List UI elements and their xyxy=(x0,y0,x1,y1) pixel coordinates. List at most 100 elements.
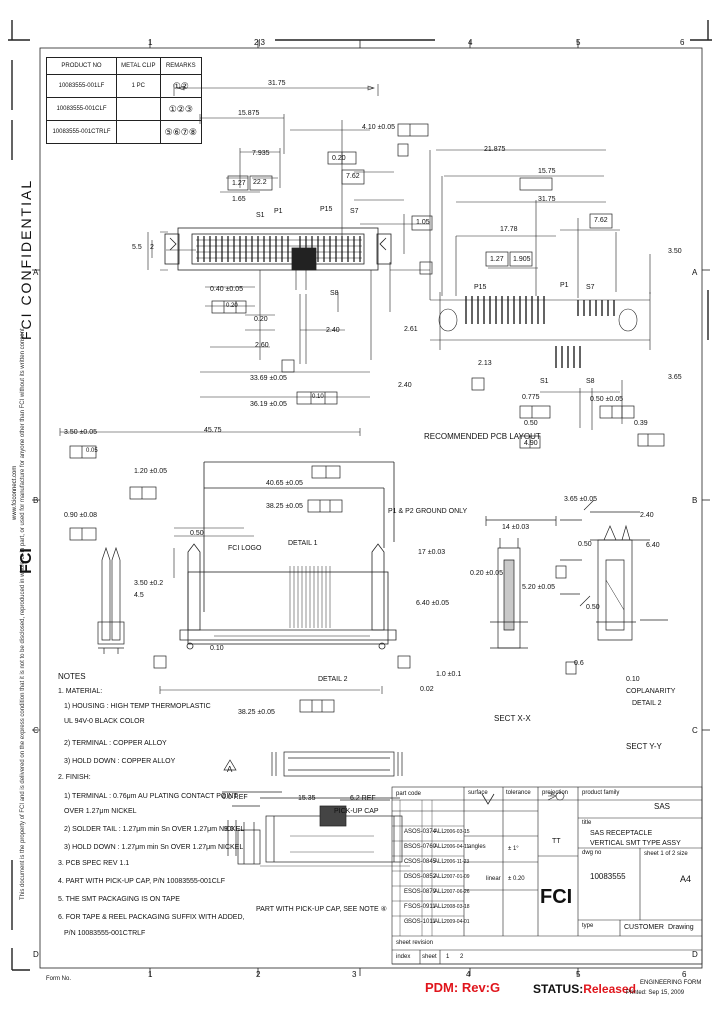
rev-letter: E xyxy=(404,889,409,895)
dim-label: 4.90 xyxy=(524,440,538,447)
zone-row-label: C xyxy=(692,726,698,735)
pin-label: P15 xyxy=(474,284,487,291)
note-line: 4. PART WITH PICK-UP CAP, P/N 10083555-0… xyxy=(58,878,226,885)
title-block-grid xyxy=(391,786,703,965)
note-line: 2) SOLDER TAIL : 1.27μm min Sn OVER 1.27… xyxy=(64,826,245,833)
rev-letter: A xyxy=(404,829,409,835)
note-line: 3) HOLD DOWN : 1.27μm min Sn OVER 1.27μm… xyxy=(64,844,244,851)
zone-col-label: 5 xyxy=(576,38,581,47)
tb-label: angles xyxy=(468,844,486,850)
rev-by: ALL xyxy=(434,889,445,895)
dim-label: 15.75 xyxy=(538,168,556,175)
dim-label: 3.50 xyxy=(668,248,682,255)
rev-letter: B xyxy=(404,844,409,850)
dim-label: 2.61 xyxy=(404,326,418,333)
tb-label: projection xyxy=(542,790,569,796)
note-line: 1) TERMINAL : 0.76μm AU PLATING CONTACT … xyxy=(64,793,238,800)
dim-label: 6.40 ±0.05 xyxy=(416,600,450,607)
drawing-type: CUSTOMER xyxy=(624,924,664,931)
tb-label: sheet 1 of 2 size xyxy=(644,851,688,857)
dim-label: 3.50 ±0.2 xyxy=(134,580,164,587)
notes-title: NOTES xyxy=(58,672,86,681)
bom-header: PRODUCT NO xyxy=(46,57,117,75)
dim-label: 0.50 xyxy=(524,420,538,427)
zone-col-label: 3 xyxy=(352,970,357,979)
note-line: P/N 10083555-001CTRLF xyxy=(64,930,146,937)
drawing-frame xyxy=(39,47,703,969)
rev-by: ALL xyxy=(434,829,445,835)
rev-ecn: SOS-0845 xyxy=(408,859,437,865)
connector-side-views xyxy=(97,499,668,654)
dim-label: 6.2 REF xyxy=(350,795,376,802)
tb-label: part code xyxy=(396,791,422,797)
revision-triangle: A xyxy=(227,765,233,774)
dim-label: 0.50 xyxy=(586,604,600,611)
dim-label: 1.20 ±0.05 xyxy=(134,468,168,475)
dim-label: 1.65 xyxy=(232,196,246,203)
confidential-label: FCI CONFIDENTIAL xyxy=(18,178,34,340)
zone-row-label: B xyxy=(692,496,698,505)
zone-row-label: C xyxy=(33,726,39,735)
rev-date: 2006-04-11 xyxy=(444,844,470,850)
pin-label: S8 xyxy=(586,378,595,385)
dim-label: 2.40 xyxy=(398,382,412,389)
note-line: UL 94V-0 BLACK COLOR xyxy=(64,718,145,725)
fci-url: www.fciconnect.com xyxy=(12,465,18,520)
pin-label: S1 xyxy=(540,378,549,385)
rev-letter: G xyxy=(404,919,409,925)
bom-header-row: PRODUCT NO METAL CLIP REMARKS xyxy=(46,57,203,75)
zone-col-label: 6 xyxy=(682,970,687,979)
dim-label: 7.62 xyxy=(346,173,360,180)
dim-label: 4.5 xyxy=(134,592,144,599)
annotation-label: DETAIL 2 xyxy=(318,676,348,683)
bom-remarks: ①② xyxy=(159,74,203,98)
dim-label: 0.6 xyxy=(574,660,584,667)
dim-label: 2.60 xyxy=(255,342,269,349)
zone-col-label: 4 xyxy=(468,38,473,47)
dim-label: 5.20 ±0.05 xyxy=(522,584,556,591)
rev-date: 2007-01-09 xyxy=(444,874,470,880)
drawing-title: SAS RECEPTACLE xyxy=(590,830,653,837)
legal-notice: This document is the property of FCI and… xyxy=(20,326,26,900)
tb-label: dwg no xyxy=(582,850,602,856)
dim-label: 2.40 xyxy=(326,327,340,334)
section-label: SECT Y-Y xyxy=(626,742,662,751)
rev-ecn: SOS-1011 xyxy=(408,919,436,925)
form-number: Form No. xyxy=(46,976,72,982)
pin-label: P1 xyxy=(560,282,569,289)
dim-label: 0.20 xyxy=(332,155,346,162)
sheet-size: A4 xyxy=(680,874,692,884)
bom-header: REMARKS xyxy=(159,57,203,75)
pdm-revision: PDM: Rev:G xyxy=(425,980,501,995)
gdt-value: 0.05 xyxy=(86,448,98,454)
scale: TT xyxy=(552,838,561,845)
annotation-label: FCI LOGO xyxy=(228,545,262,552)
dim-label: 7.62 xyxy=(594,217,608,224)
note-line: 6. FOR TAPE & REEL PACKAGING SUFFIX WITH… xyxy=(58,914,245,921)
dim-label: 0.10 xyxy=(210,645,224,652)
tb-label: index xyxy=(396,954,411,960)
rev-ecn: SOS-0879 xyxy=(408,889,437,895)
zone-col-label: 1 xyxy=(148,38,153,47)
bom-row: 10083555-001LF 1 PC ①② xyxy=(46,74,203,98)
rev-by: ALL xyxy=(434,904,445,910)
bom-row: 10083555-001CTRLF ⑤⑥⑦⑧ xyxy=(46,120,203,144)
dim-label: 2.13 xyxy=(478,360,492,367)
dim-label: 3.65 xyxy=(668,374,682,381)
annotation-label: DETAIL 2 xyxy=(632,700,662,707)
dim-label: 33.69 ±0.05 xyxy=(250,375,287,382)
bom-row: 10083555-001CLF ①②③ xyxy=(46,97,203,121)
gdt-value: 0.10 xyxy=(312,394,324,400)
bom-part-number: 10083555-001CTRLF xyxy=(46,120,117,144)
note-line: 1. MATERIAL: xyxy=(58,688,103,695)
pin-label: P15 xyxy=(320,206,333,213)
bom-part-number: 10083555-001LF xyxy=(46,74,117,98)
dim-label: 21.875 xyxy=(484,146,506,153)
rev-by: ALL xyxy=(434,844,445,850)
note-line: OVER 1.27μm NICKEL xyxy=(64,808,137,815)
dim-label: 0.20 ±0.05 xyxy=(470,570,504,577)
rev-letter: F xyxy=(404,904,408,910)
zone-row-label: A xyxy=(692,268,698,277)
